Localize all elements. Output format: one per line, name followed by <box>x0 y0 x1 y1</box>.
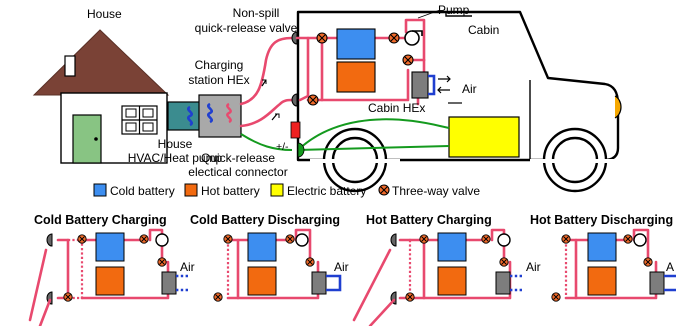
return-hose <box>239 98 294 128</box>
hvac-label-line2: HVAC/Heat pump <box>128 151 223 165</box>
legend-hot-swatch <box>184 183 198 197</box>
house-window <box>121 105 158 135</box>
legend-electric-label: Electric battery <box>287 184 366 198</box>
legend-valve-icon <box>378 184 390 196</box>
house-chimney <box>64 55 76 77</box>
legend-cold-label: Cold battery <box>110 184 175 198</box>
valve-right <box>402 54 414 66</box>
mode-title-cold-discharging: Cold Battery Discharging <box>190 213 340 227</box>
mode-title-hot-charging: Hot Battery Charging <box>366 213 492 227</box>
valve-label-line1: Non-spill <box>233 6 280 20</box>
house <box>32 29 203 164</box>
hvac-coil <box>187 105 193 127</box>
mode-air-hot-charging: Air <box>526 260 541 274</box>
cabin-hex <box>411 71 429 99</box>
electric-inlet <box>290 121 301 139</box>
cabin-air-label: Air <box>462 82 477 96</box>
supply-hose <box>239 36 294 106</box>
valve-top-left <box>316 32 328 44</box>
legend-electric-swatch <box>270 183 284 197</box>
electric-battery <box>448 116 520 158</box>
connector-label-line2: electical connector <box>188 165 287 179</box>
cabin-air-loop <box>428 74 436 96</box>
quick-release-valve-top <box>291 31 298 45</box>
mode-panel-hot-charging: Hot Battery Charging Air <box>352 213 541 326</box>
charging-station-hex <box>198 94 242 138</box>
polarity-label: +/- <box>276 141 289 153</box>
mode-panel-cold-discharging: Cold Battery Discharging Air <box>190 213 349 302</box>
valve-bottom-left <box>307 94 319 106</box>
mode-panel-cold-charging: Cold Battery Charging Air <box>28 213 195 326</box>
station-label-line2: station HEx <box>188 73 249 87</box>
legend-valve-label: Three-way valve <box>392 184 480 198</box>
hot-battery <box>336 61 376 93</box>
headlight <box>614 95 622 119</box>
quick-release-valve-bottom <box>291 93 298 107</box>
mode-air-hot-discharging: A <box>666 260 674 274</box>
legend: Cold battery Hot battery Electric batter… <box>93 183 480 198</box>
station-blue-coil <box>207 102 213 124</box>
mode-air-cold-discharging: Air <box>334 260 349 274</box>
mode-air-cold-charging: Air <box>180 260 195 274</box>
house-roof <box>32 29 170 96</box>
vehicle <box>296 10 622 193</box>
house-label: House <box>87 7 122 21</box>
station-label-line1: Charging <box>195 58 244 72</box>
air-out-arrow <box>438 75 451 83</box>
house-hvac-hex <box>167 101 203 131</box>
mode-title-hot-discharging: Hot Battery Discharging <box>530 213 673 227</box>
air-in-arrow <box>437 86 450 94</box>
legend-cold-swatch <box>93 183 107 197</box>
cabin-hex-label: Cabin HEx <box>368 101 425 115</box>
electric-connector <box>297 142 305 158</box>
station-pink-coil <box>226 102 232 124</box>
legend-hot-label: Hot battery <box>201 184 260 198</box>
flow-arrows <box>261 79 278 121</box>
connector-label-line1: Quick-release <box>201 151 275 165</box>
door-knob <box>94 137 98 141</box>
electric-wire <box>297 118 450 151</box>
pump-label: Pump <box>438 3 470 17</box>
valve-label-line2: quick-release valve <box>195 21 298 35</box>
hvac-label-line1: House <box>158 137 193 151</box>
mode-panel-hot-discharging: Hot Battery Discharging A <box>530 213 676 302</box>
mode-title-cold-charging: Cold Battery Charging <box>34 213 167 227</box>
cabin-label: Cabin <box>468 23 499 37</box>
valve-top-right <box>388 32 400 44</box>
cold-battery <box>336 28 376 60</box>
pump-icon <box>404 30 423 46</box>
